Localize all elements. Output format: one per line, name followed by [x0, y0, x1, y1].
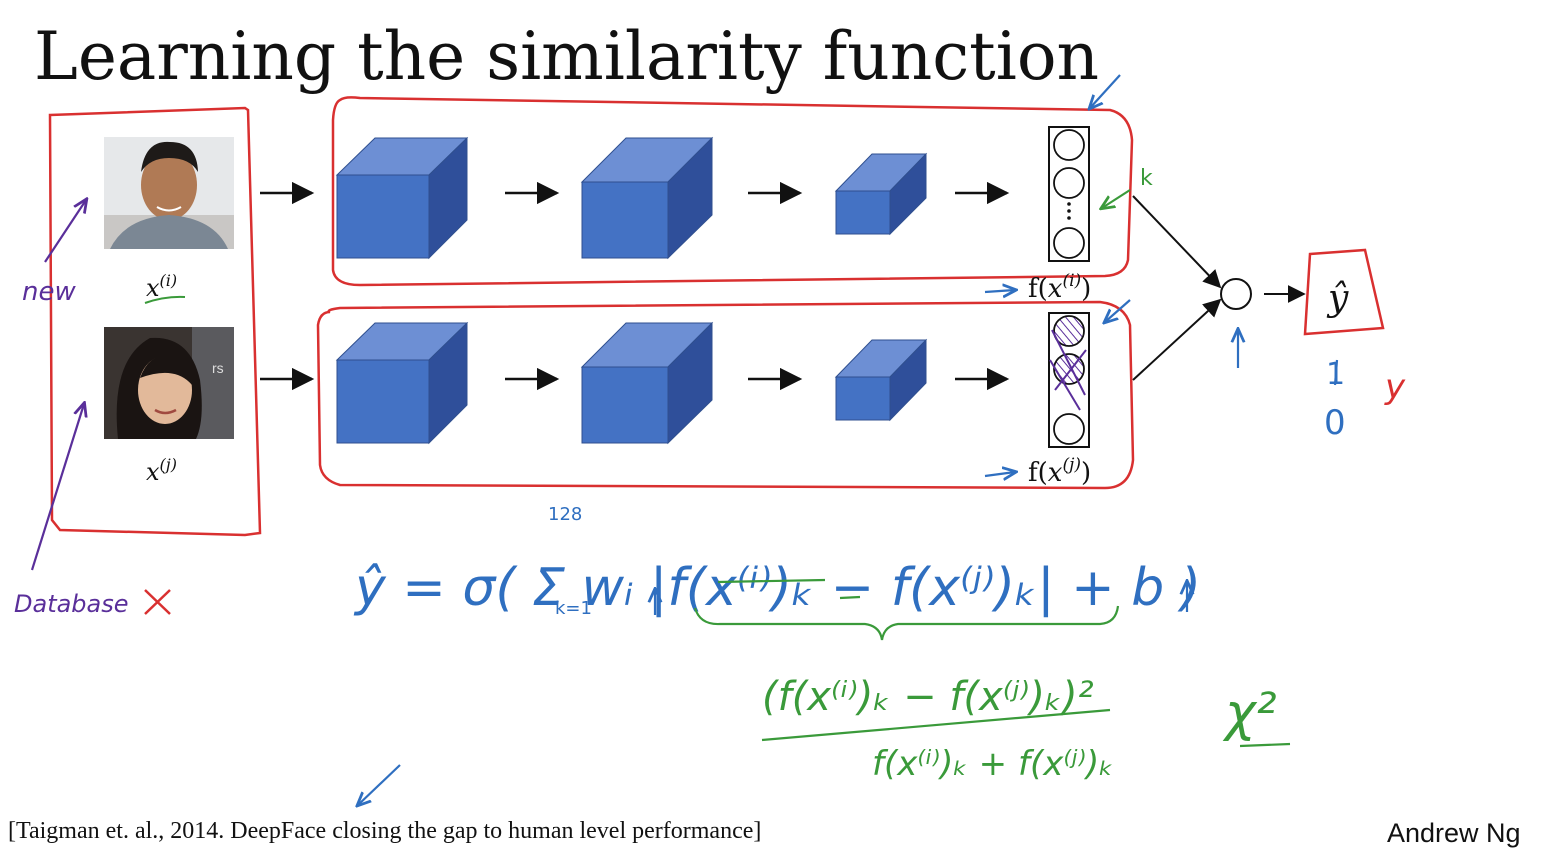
conv-cube-top-1	[335, 136, 469, 260]
output-1-label: 1	[1326, 357, 1345, 392]
input-top-label: x(i)	[146, 271, 177, 302]
encoding-vector-bottom	[1048, 312, 1090, 448]
green-annotations	[693, 578, 1291, 748]
face-photo-man	[104, 137, 234, 249]
chi-square-formula: (f(x⁽ⁱ⁾)ₖ − f(x⁽ʲ⁾)ₖ)² f(x⁽ⁱ⁾)ₖ + f(x⁽ʲ⁾…	[762, 674, 1277, 784]
blue-annotations	[358, 74, 1339, 805]
bottom-network-box	[316, 300, 1135, 490]
author-name: Andrew Ng	[1387, 818, 1521, 848]
merge-lines	[1132, 195, 1306, 381]
svg-text:rs: rs	[212, 360, 224, 376]
output-0-label: 0	[1324, 403, 1346, 443]
database-annotation: Database	[14, 404, 129, 618]
conv-cube-top-2	[580, 136, 714, 260]
output-node-label: ŷ	[1326, 278, 1349, 319]
output-box	[1303, 248, 1385, 336]
conv-cube-top-3	[834, 152, 928, 236]
output-y-label: y	[1384, 367, 1406, 407]
conv-cube-bottom-1	[335, 321, 469, 445]
chi-label: χ²	[1222, 683, 1277, 743]
chi-numerator: (f(x⁽ⁱ⁾)ₖ − f(x⁽ʲ⁾)ₖ)²	[762, 674, 1094, 720]
svg-text:k: k	[1140, 166, 1153, 191]
formula-text: ŷ = σ( Σ wᵢ |f(x⁽ⁱ⁾)ₖ − f(x⁽ʲ⁾)ₖ| + b )	[353, 558, 1201, 618]
citation: [Taigman et. al., 2014. DeepFace closing…	[8, 818, 762, 844]
top-network-box	[331, 96, 1134, 287]
slide-title: Learning the similarity function	[34, 18, 1100, 95]
database-x-mark	[144, 589, 171, 615]
new-annotation: new	[22, 200, 86, 307]
svg-text:new: new	[22, 277, 76, 307]
similarity-formula: ŷ = σ( Σ wᵢ |f(x⁽ⁱ⁾)ₖ − f(x⁽ʲ⁾)ₖ| + b ) …	[353, 504, 1201, 619]
output-top-label: f(x(i))	[1028, 271, 1091, 304]
logistic-unit-node	[1220, 278, 1252, 310]
chi-denominator: f(x⁽ⁱ⁾)ₖ + f(x⁽ʲ⁾)ₖ	[872, 744, 1114, 784]
face-photo-woman: rs	[104, 327, 234, 439]
conv-cube-bottom-2	[580, 321, 714, 445]
sum-lower-limit: k=1	[555, 598, 592, 619]
k-annotation: k	[1102, 166, 1153, 208]
input-box	[48, 106, 262, 537]
input-top-underline	[144, 295, 186, 304]
output-bottom-label: f(x(j))	[1028, 455, 1091, 488]
conv-cube-bottom-3	[834, 338, 928, 422]
input-bottom-label: x(j)	[146, 455, 177, 486]
encoding-vector-top	[1048, 126, 1090, 262]
sum-upper-limit: 128	[548, 504, 582, 525]
svg-text:Database: Database	[14, 590, 129, 618]
